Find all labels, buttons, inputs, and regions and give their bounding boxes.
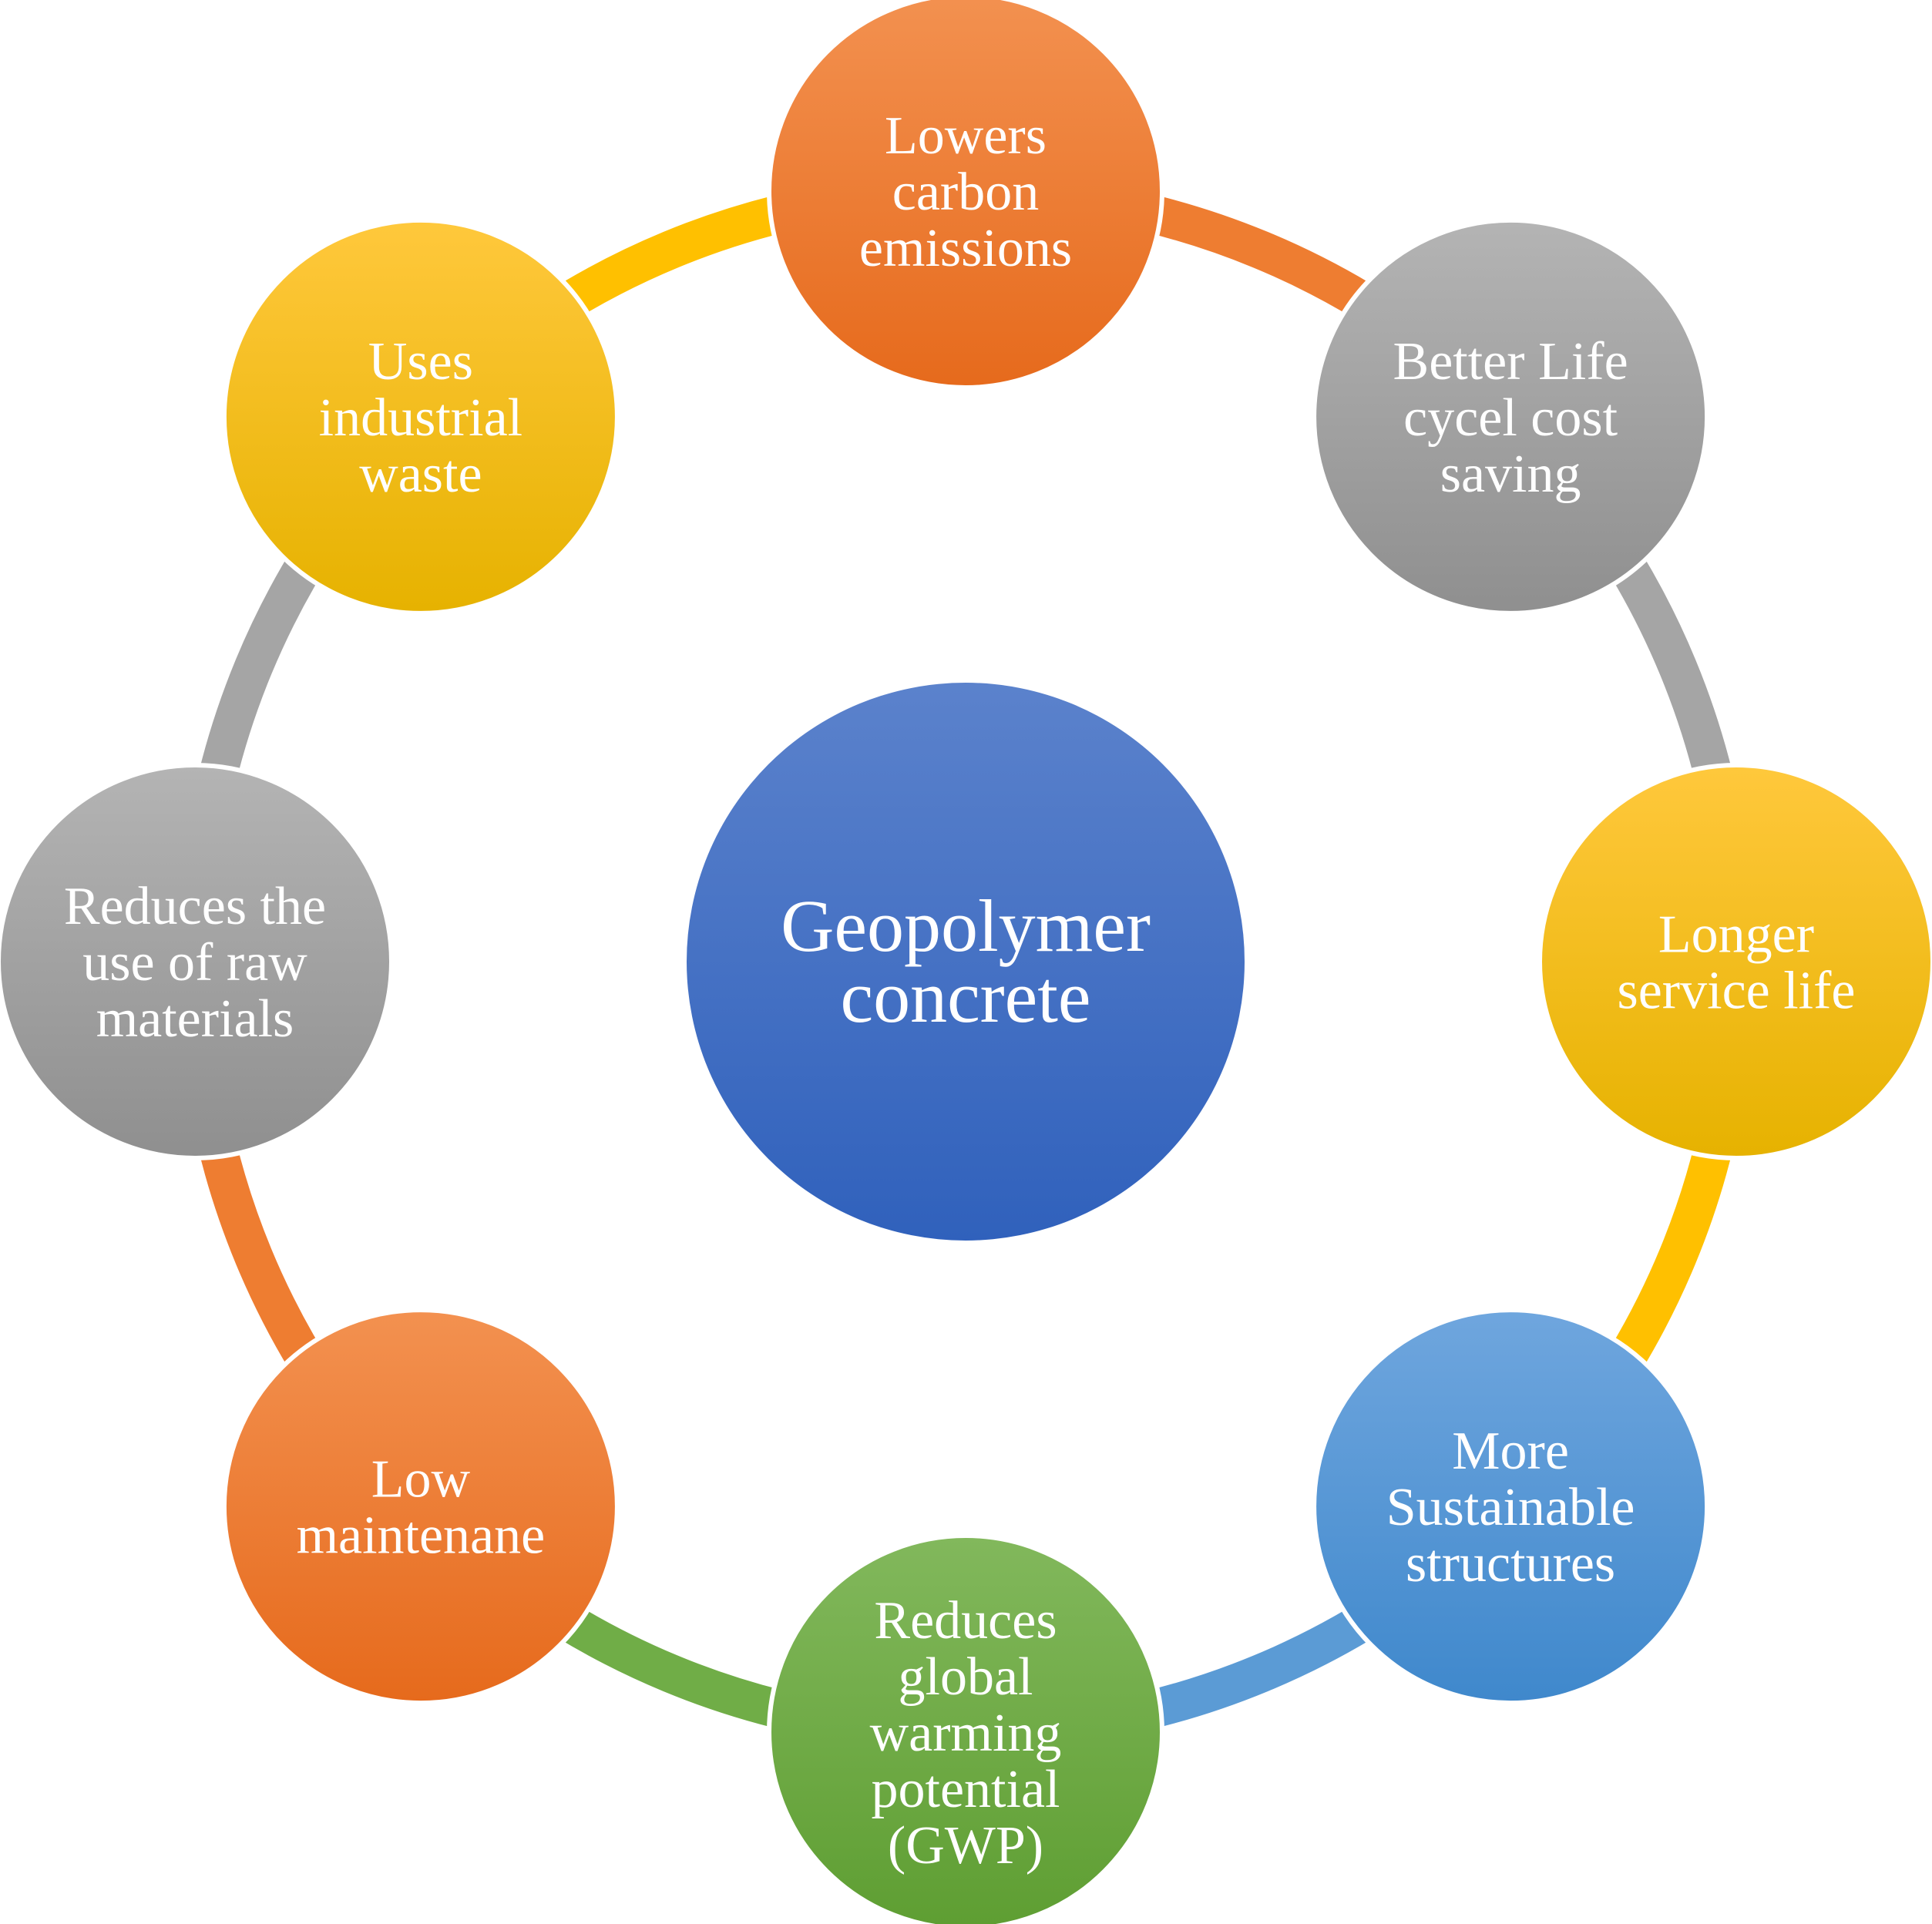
node-circle xyxy=(1312,217,1710,616)
label-line: Lowers xyxy=(885,106,1047,166)
label-line: potential xyxy=(872,1760,1060,1819)
label-line: waste xyxy=(359,445,482,504)
label-line: cycel cost xyxy=(1403,388,1618,448)
node-circle xyxy=(1537,763,1932,1160)
label-line: More xyxy=(1452,1422,1569,1481)
label-line: industrial xyxy=(319,388,522,448)
label-line: service life xyxy=(1618,962,1856,1021)
label-line: Better Life xyxy=(1393,332,1628,391)
label-line: materials xyxy=(96,989,294,1049)
node-circle xyxy=(767,0,1164,390)
label-line: structures xyxy=(1406,1534,1615,1593)
label-line: Low xyxy=(371,1450,471,1509)
node-circle xyxy=(767,1533,1164,1924)
label-line: Reduces xyxy=(874,1591,1057,1650)
node-circle xyxy=(221,1308,620,1706)
node-circle xyxy=(1312,1308,1710,1706)
label-line: maintenane xyxy=(297,1506,546,1566)
label-line: Reduces the xyxy=(64,877,326,936)
label-line: Longer xyxy=(1658,905,1814,965)
label-line: Sustainable xyxy=(1386,1478,1635,1537)
label-line: concrete xyxy=(840,955,1090,1038)
label-line: emissions xyxy=(859,219,1072,278)
label-line: Uses xyxy=(368,332,473,391)
node-circle xyxy=(0,763,394,1160)
node-circle xyxy=(221,217,620,616)
label-line: saving xyxy=(1440,445,1581,504)
label-line: use of raw xyxy=(82,933,307,992)
center-circle xyxy=(687,683,1245,1241)
label-line: carbon xyxy=(892,163,1039,222)
label-line: warming xyxy=(870,1704,1062,1763)
label-line: (GWP) xyxy=(888,1816,1043,1875)
label-line: global xyxy=(899,1647,1033,1707)
label-line: Geopolymer xyxy=(781,885,1151,967)
